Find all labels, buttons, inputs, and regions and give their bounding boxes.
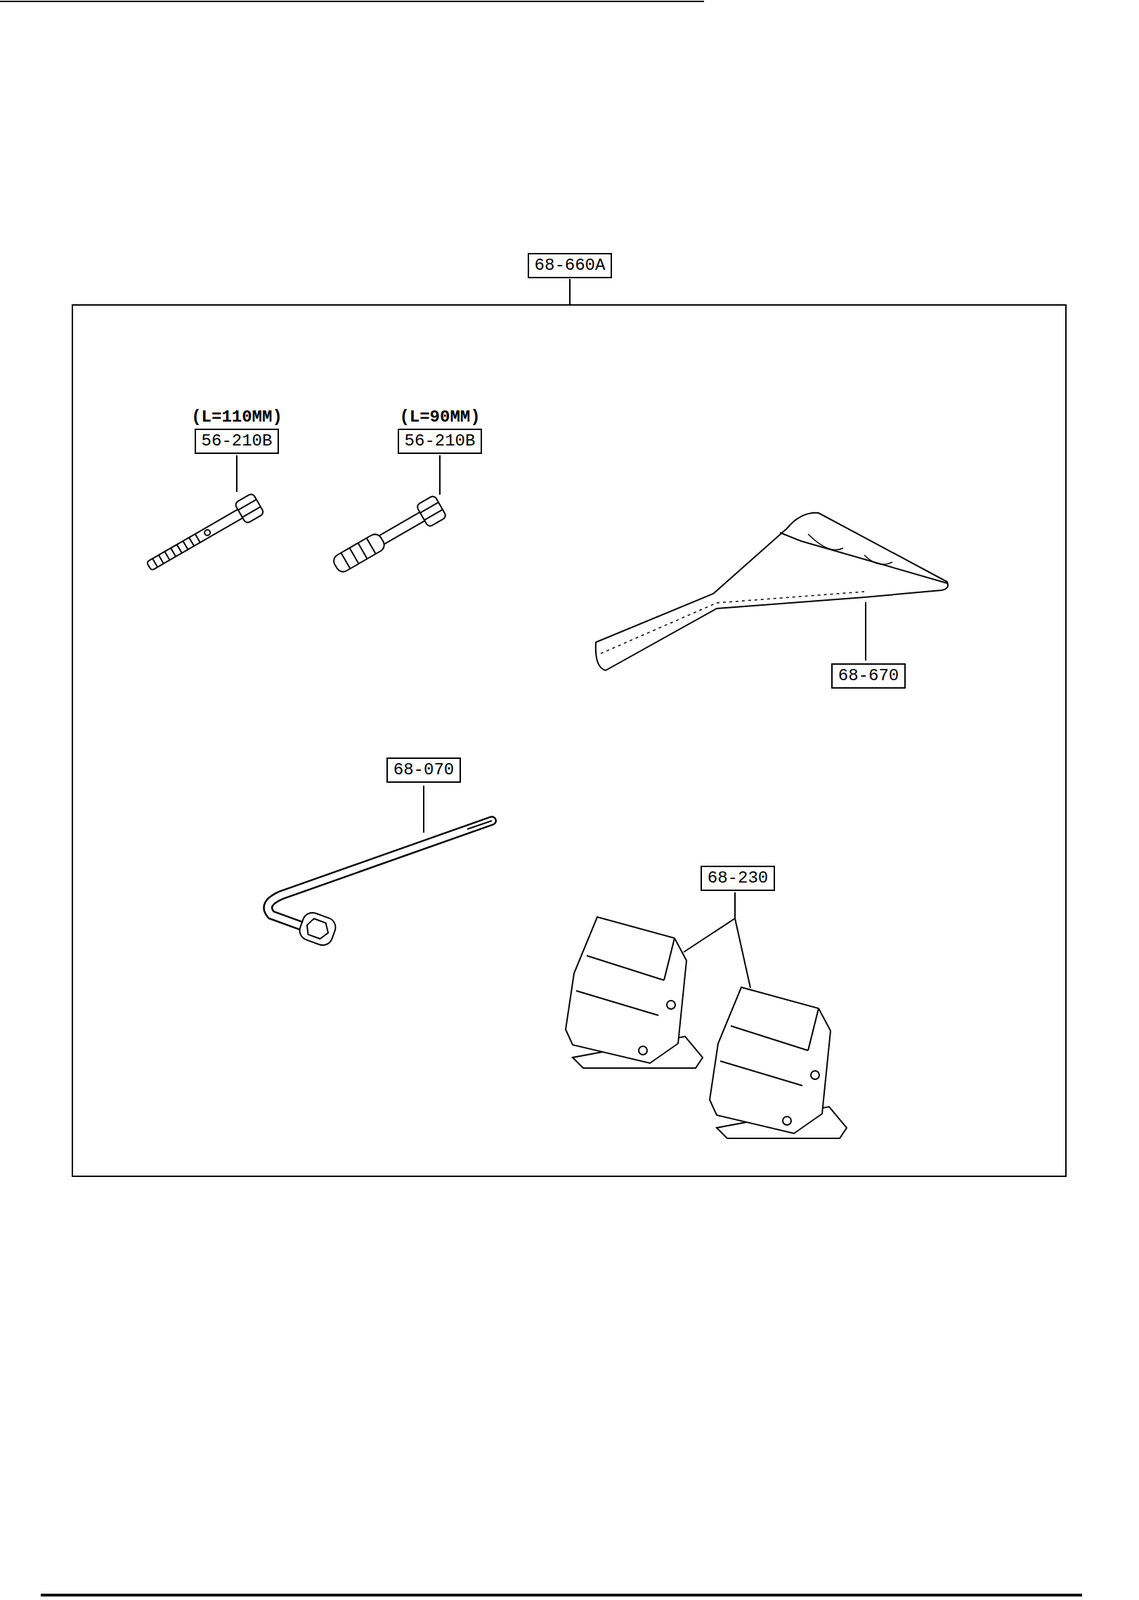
- callout-label: 68-230: [700, 865, 776, 891]
- bottom-rule: [40, 1593, 1083, 1597]
- part-number: 56-210B: [194, 428, 280, 454]
- kit-frame: 68-660A(L=110MM)56-210B(L=90MM)56-210B68…: [71, 304, 1067, 1177]
- bolt-long: [143, 492, 265, 577]
- wheel-wrench: [267, 820, 492, 948]
- dimension-note: (L=110MM): [191, 407, 283, 429]
- part-number: 68-070: [386, 757, 461, 783]
- leader-line: [683, 892, 735, 953]
- wheel-chock: [709, 987, 847, 1139]
- leader-line: [569, 278, 571, 305]
- part-number: 56-210B: [397, 428, 483, 454]
- wheel-chock: [565, 916, 703, 1069]
- part-number: 68-670: [831, 663, 906, 689]
- dimension-note: (L=90MM): [399, 407, 480, 429]
- callout-number: 68-660A: [527, 252, 613, 279]
- callout-label: 68-670: [831, 663, 906, 689]
- leader-line: [439, 455, 441, 495]
- callout-label: (L=90MM)56-210B: [397, 407, 483, 454]
- part-number: 68-230: [700, 865, 776, 891]
- leader-line: [422, 785, 425, 833]
- tool-bag: [595, 512, 948, 671]
- callout-label: (L=110MM)56-210B: [191, 407, 283, 454]
- leader-line: [236, 455, 238, 492]
- bolt-short: [329, 494, 447, 577]
- callout-label: 68-070: [386, 757, 461, 783]
- leader-line: [734, 918, 751, 988]
- leader-line: [864, 602, 867, 661]
- top-rule: [0, 0, 705, 3]
